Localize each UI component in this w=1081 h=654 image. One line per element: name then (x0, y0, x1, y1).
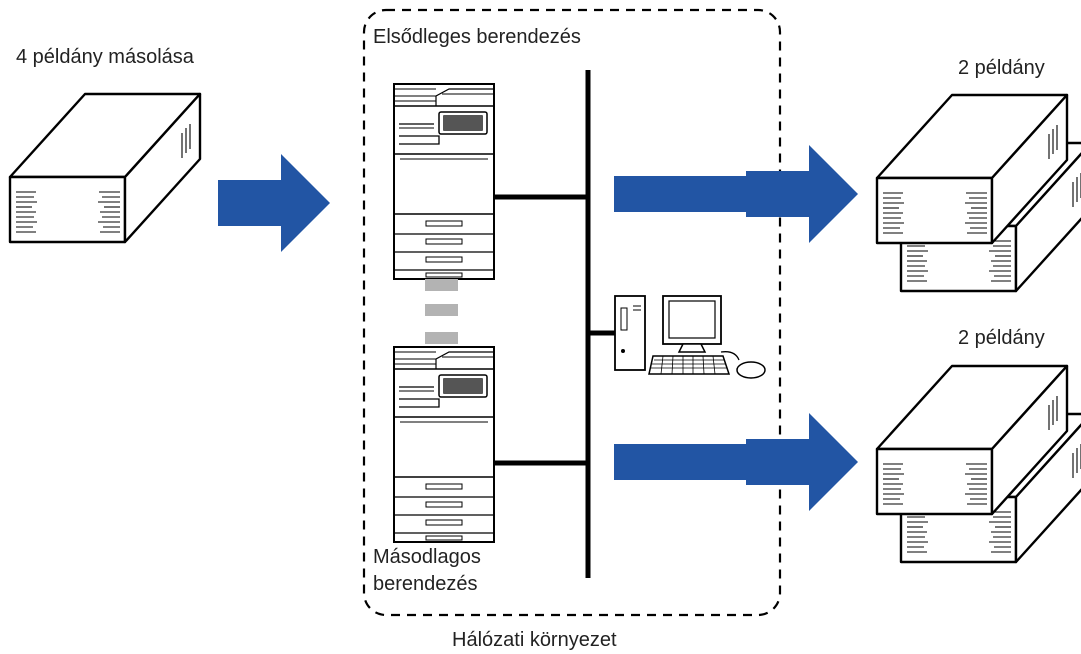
input-arrow-icon (218, 154, 330, 252)
output-stack-top-icon (875, 93, 1081, 293)
output-stack-bottom-icon (875, 364, 1081, 564)
network-boundary (362, 8, 782, 617)
primary-copier-icon (393, 83, 495, 280)
copier-link-connector (425, 279, 458, 344)
secondary-copier-icon (393, 346, 495, 543)
source-paper-stack-icon (8, 92, 202, 244)
secondary-device-label-line2: berendezés (373, 573, 478, 595)
computer-icon (614, 295, 766, 379)
output-arrow-top-icon (614, 145, 858, 243)
network-environment-caption: Hálózati környezet (452, 629, 617, 651)
network-lines (494, 70, 616, 578)
output-arrow-bottom-icon (614, 413, 858, 511)
output-bottom-copies-label: 2 példány (958, 327, 1045, 349)
secondary-device-label: Másodlagos berendezés (373, 544, 543, 598)
output-top-copies-label: 2 példány (958, 57, 1045, 79)
secondary-device-label-line1: Másodlagos (373, 546, 481, 568)
source-copies-label: 4 példány másolása (16, 46, 194, 68)
primary-device-label: Elsődleges berendezés (373, 26, 581, 48)
